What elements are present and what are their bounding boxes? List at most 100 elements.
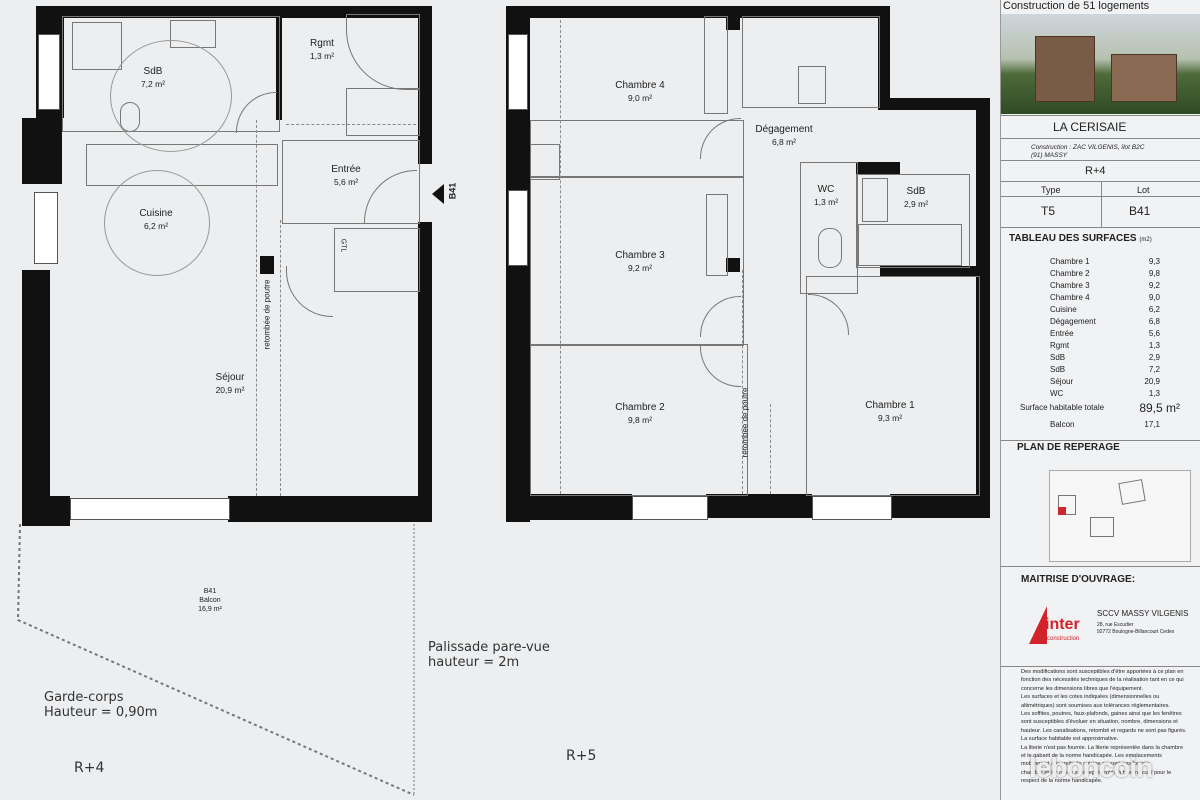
staircase <box>346 88 420 136</box>
surface-total-row: Surface habitable totale 89,5 m² <box>1020 401 1180 415</box>
surface-row: Chambre 2 9,8 <box>1040 269 1160 281</box>
wall <box>506 6 890 18</box>
wc-room <box>800 162 858 294</box>
stair-core <box>798 66 826 104</box>
washbasin <box>862 178 888 222</box>
location-plan <box>1049 470 1191 562</box>
surface-room-name: SdB <box>1050 365 1066 374</box>
watermark: leboncoin <box>1029 752 1153 783</box>
window <box>34 192 58 264</box>
wall <box>418 222 432 522</box>
beam-line <box>770 404 771 494</box>
lot-value: B41 <box>1129 204 1151 218</box>
disclaimer-text: Des modifications sont susceptibles d'êt… <box>1021 668 1200 786</box>
beam-line <box>286 124 416 125</box>
window <box>812 496 892 520</box>
staircase <box>742 16 880 108</box>
beam-note: retombée de poutre <box>262 279 272 350</box>
surface-row: SdB 7,2 <box>1040 365 1160 377</box>
building-shape <box>1035 36 1095 102</box>
beam-line <box>256 120 257 496</box>
level-value: R+4 <box>1085 165 1106 177</box>
surface-room-value: 7,2 <box>1148 365 1160 374</box>
surface-room-value: 1,3 <box>1148 389 1160 398</box>
surface-room-name: Séjour <box>1050 377 1074 386</box>
gtl-cabinet <box>334 228 420 292</box>
window <box>70 498 230 520</box>
balcony-outline <box>16 523 415 796</box>
wall <box>856 162 900 174</box>
surfaces-title: TABLEAU DES SURFACES (m2) <box>1009 233 1152 244</box>
wall <box>260 256 274 274</box>
turning-circle <box>104 170 210 276</box>
surface-row: Chambre 4 9,0 <box>1040 293 1160 305</box>
wall <box>726 258 740 272</box>
disclaimer-line: sont susceptibles d'évoluer en situation… <box>1021 719 1178 726</box>
wall <box>878 6 890 110</box>
surface-room-name: Rgmt <box>1050 341 1070 350</box>
surface-room-name: Chambre 4 <box>1050 293 1090 302</box>
window <box>38 34 60 110</box>
surface-room-value: 6,2 <box>1148 305 1160 314</box>
wall <box>22 496 70 526</box>
wall <box>726 16 740 30</box>
wall <box>22 118 62 184</box>
city-info: (91) MASSY <box>1031 152 1068 159</box>
lot-label: Lot <box>1137 185 1150 195</box>
surface-row: Dégagement 6,8 <box>1040 317 1160 329</box>
surface-row: Cuisine 6,2 <box>1040 305 1160 317</box>
partition <box>530 344 748 496</box>
client-name: SCCV MASSY VILGENIS <box>1097 609 1189 618</box>
wall <box>228 496 432 522</box>
disclaimer-line: et le gabarit de la norme handicapée. Le… <box>1021 753 1162 760</box>
partition <box>530 176 744 346</box>
bathtub <box>858 224 962 266</box>
building-shape <box>1111 54 1177 102</box>
wc-pan <box>818 228 842 268</box>
wall <box>418 6 432 164</box>
surface-room-value: 9,2 <box>1148 281 1160 290</box>
wall <box>706 494 812 518</box>
disclaimer-line: altimétriques) sont soumises aux toléran… <box>1021 702 1170 709</box>
surface-room-name: Chambre 1 <box>1050 257 1090 266</box>
type-value: T5 <box>1041 204 1056 218</box>
partition <box>704 16 728 114</box>
beam-line <box>742 270 743 494</box>
surface-room-value: 9,8 <box>1148 269 1160 278</box>
beam-line <box>560 20 561 494</box>
entry-arrow-icon <box>432 184 444 204</box>
entry-tag: B41 <box>447 182 458 200</box>
surface-room-name: Dégagement <box>1050 317 1096 326</box>
maitrise-title: MAITRISE D'OUVRAGE: <box>1021 574 1136 585</box>
logo-subtext: construction <box>1047 636 1080 642</box>
title-block: Construction de 51 logements LA CERISAIE… <box>1000 0 1200 800</box>
client-address: 92772 Boulogne-Billancourt Cedex <box>1097 629 1175 635</box>
disclaimer-line: hauteur. Les canalisations, retombé et r… <box>1021 727 1187 734</box>
surface-room-name: Chambre 2 <box>1050 269 1090 278</box>
surface-room-name: Chambre 3 <box>1050 281 1090 290</box>
surface-room-value: 9,0 <box>1148 293 1160 302</box>
shower-tray <box>72 22 122 70</box>
wall <box>878 98 990 110</box>
beam-line <box>280 220 281 496</box>
lot-highlight <box>1058 507 1066 515</box>
partition <box>706 194 728 276</box>
surface-room-name: Cuisine <box>1050 305 1077 314</box>
disclaimer-line: Les soffites, poutres, faux-plafonds, ga… <box>1021 711 1182 718</box>
surface-room-value: 9,3 <box>1148 257 1160 266</box>
logo-text: inter <box>1045 616 1080 633</box>
disclaimer-line: La surface habitable est approximative. <box>1021 736 1119 743</box>
residence-name: LA CERISAIE <box>1053 120 1127 134</box>
sdb-room <box>856 174 970 268</box>
disclaimer-line: fonction des nécessités techniques de la… <box>1021 677 1184 684</box>
window <box>508 190 528 266</box>
surface-room-value: 6,8 <box>1148 317 1160 326</box>
